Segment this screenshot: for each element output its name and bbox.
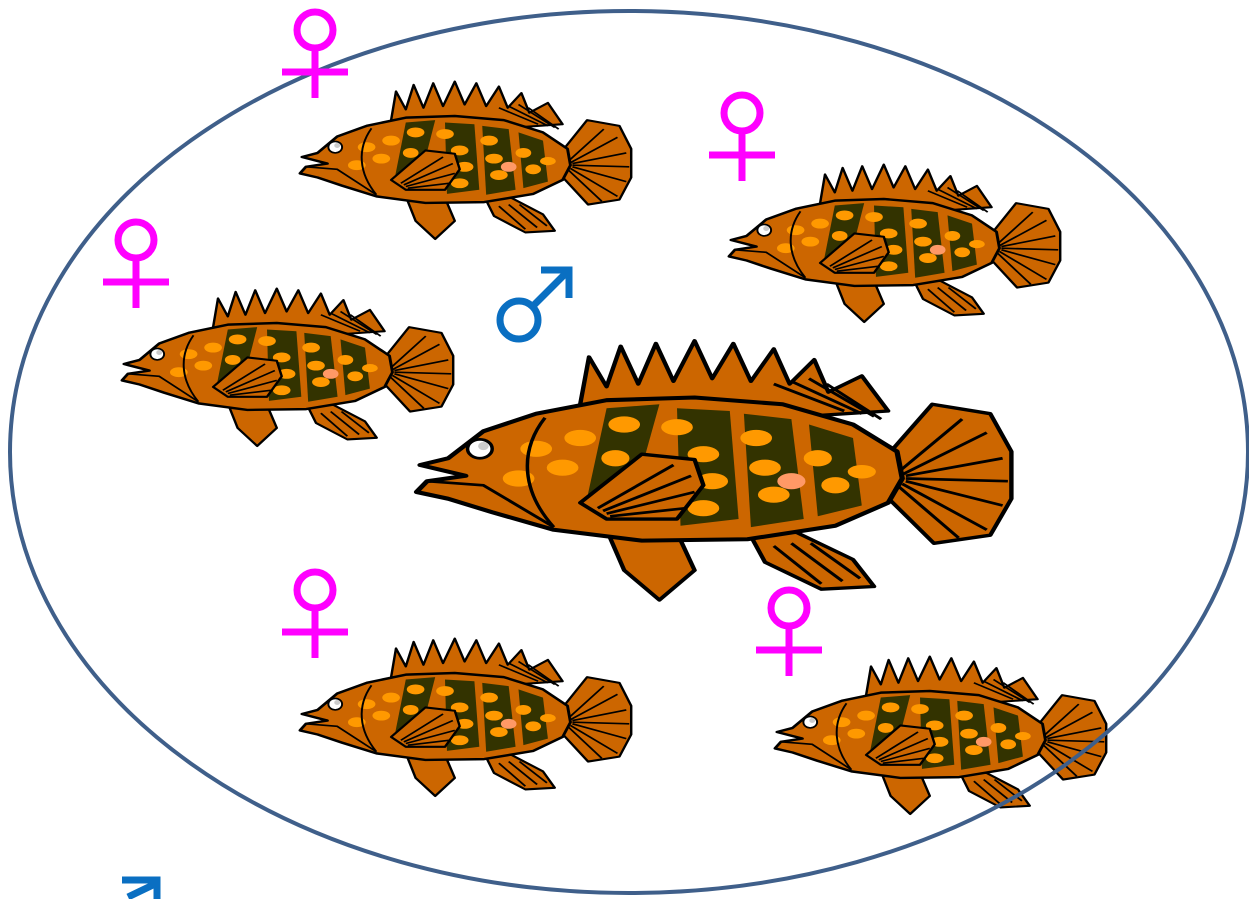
female-fish — [775, 657, 1106, 814]
female-symbol — [282, 572, 348, 658]
female-symbol — [756, 590, 822, 676]
female-symbol — [103, 222, 169, 308]
male-symbol — [500, 270, 569, 339]
female-fish — [300, 639, 631, 796]
female-fish — [300, 82, 631, 239]
male-fish — [417, 341, 1012, 600]
female-fish — [122, 289, 453, 446]
male-symbol-partial — [122, 880, 157, 899]
female-fish — [729, 165, 1060, 322]
female-symbol — [709, 95, 775, 181]
female-symbol — [282, 12, 348, 98]
